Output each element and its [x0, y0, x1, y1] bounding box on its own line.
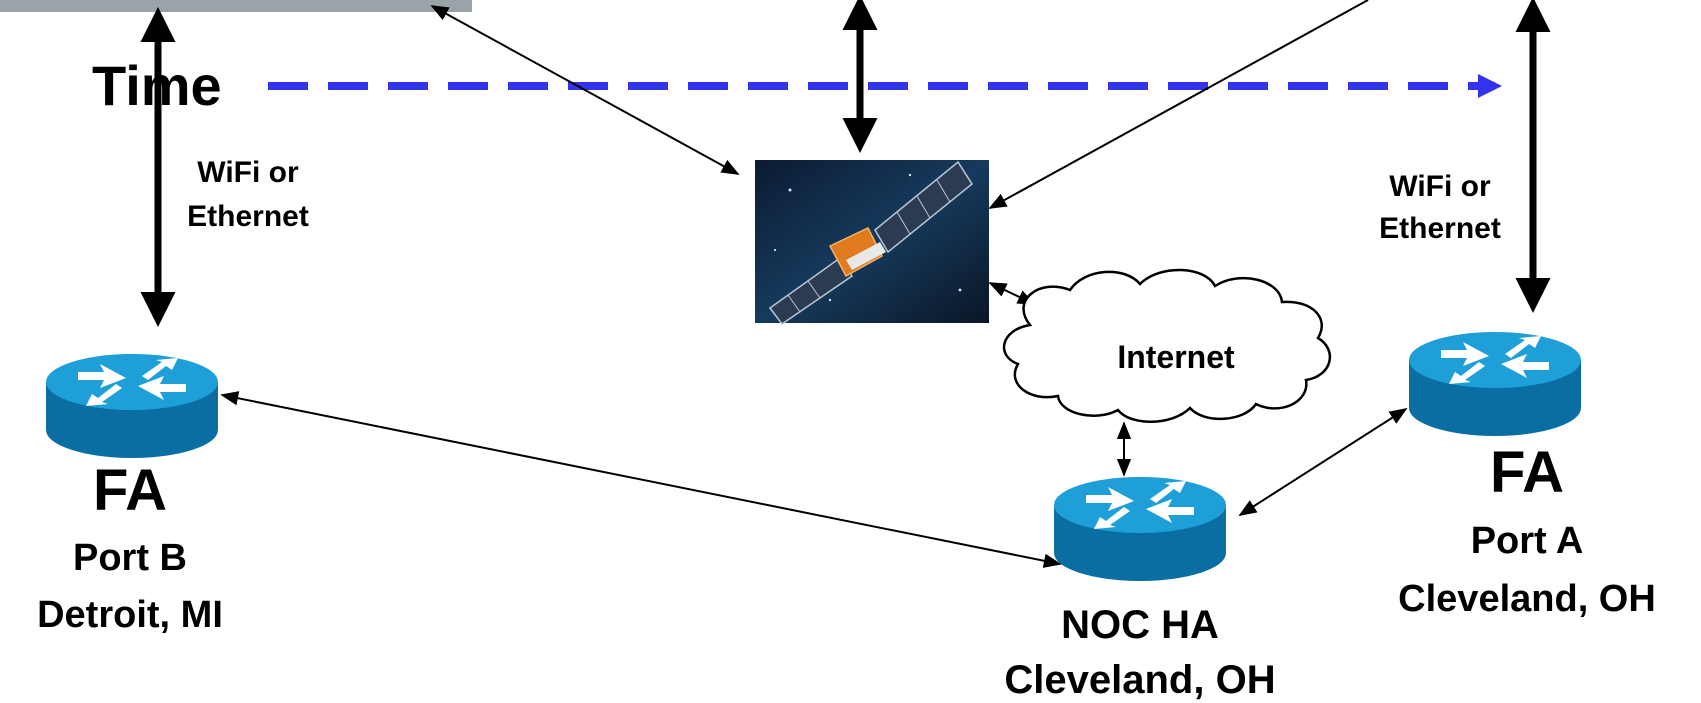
time-arrow-head: [1478, 74, 1502, 98]
fa-left-name: Port B: [73, 537, 187, 579]
fa-left-noc-link: [220, 391, 1062, 568]
fa-right-role: FA: [1490, 440, 1564, 505]
noc-role: NOC HA: [1061, 603, 1219, 647]
cloud-icon: Internet: [1002, 268, 1332, 423]
router-icon: [1054, 477, 1226, 581]
router-icon: [1409, 332, 1581, 436]
noc-location: Cleveland, OH: [1004, 658, 1275, 702]
router-icon: [46, 354, 218, 458]
internet-label: Internet: [1117, 339, 1235, 375]
svg-text:WiFi or: WiFi or: [197, 156, 299, 189]
right-link-label: WiFi or Ethernet: [1379, 170, 1501, 245]
fa-left-role: FA: [93, 458, 167, 523]
cropped-image-edge: [0, 0, 472, 12]
svg-text:WiFi or: WiFi or: [1389, 170, 1491, 203]
svg-text:Ethernet: Ethernet: [187, 200, 309, 233]
fa-left-location: Detroit, MI: [37, 594, 223, 636]
satellite-icon: [755, 160, 989, 326]
vessel-to-satellite-link: [988, 0, 1369, 209]
left-link-label: WiFi or Ethernet: [187, 156, 309, 233]
fa-right-name: Port A: [1471, 520, 1584, 562]
ship-to-satellite-link: [430, 5, 740, 175]
svg-text:Ethernet: Ethernet: [1379, 212, 1501, 245]
fa-right-location: Cleveland, OH: [1398, 578, 1656, 620]
noc-fa-right-link: [1238, 408, 1408, 516]
